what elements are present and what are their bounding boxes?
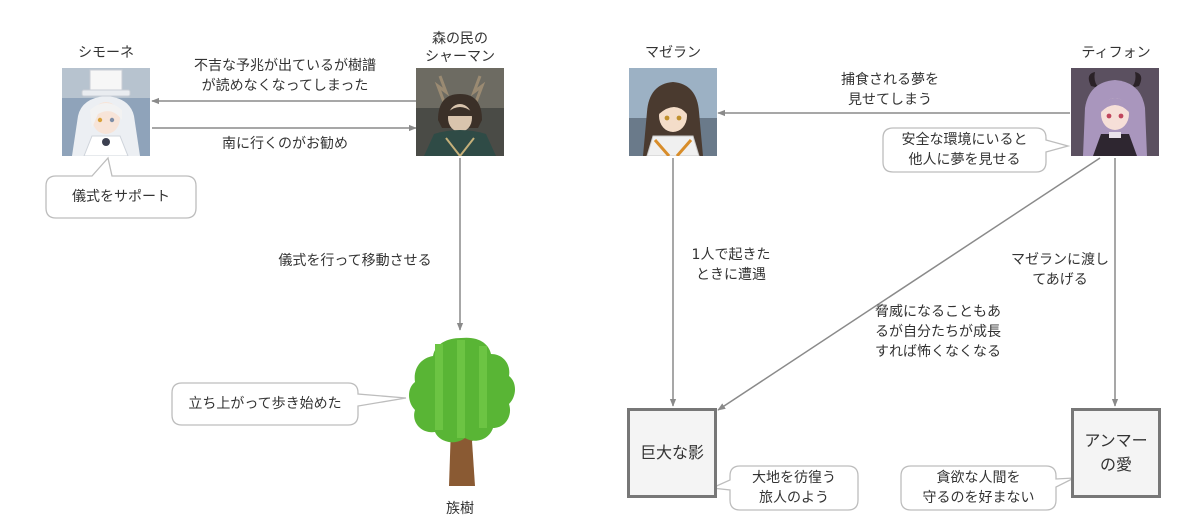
simone-callout-text: 儀式をサポート [72, 189, 170, 205]
arrow-typhon-to-shadow [717, 157, 1101, 411]
typhon-callout-line2: 他人に夢を見せる [908, 152, 1021, 168]
love-callout-line2: 守るのを好まない [922, 490, 1035, 506]
brown-haired-girl-portrait-icon [629, 68, 717, 156]
edge-label-shaman-to-simone-line2: が読めなくなってしまった [201, 78, 369, 94]
simone-portrait [62, 68, 150, 156]
typhon-callout-text: 安全な環境にいると 他人に夢を見せる [883, 130, 1046, 170]
love-node-line1: アンマー [1084, 431, 1148, 450]
callout-shape-shadow [709, 465, 859, 511]
edge-label-magellan-to-shadow: 1人で起きた ときに遭遇 [676, 245, 786, 285]
love-callout-line1: 貪欲な人間を [936, 470, 1021, 486]
edge-label-shaman-to-tree: 儀式を行って移動させる [278, 253, 432, 269]
love-node-line2: の愛 [1099, 455, 1132, 474]
tree-node [405, 334, 517, 490]
love-node: アンマー の愛 [1071, 408, 1161, 498]
tree-name: 族樹 [446, 501, 474, 517]
edge-label-magellan-to-shadow-line1: 1人で起きた [691, 247, 771, 263]
edge-label-typhon-to-magellan-line1: 捕食される夢を [841, 72, 939, 88]
edge-label-typhon-to-magellan: 捕食される夢を 見せてしまう [800, 70, 980, 110]
callout-shape-love [900, 465, 1075, 511]
tree-callout-text: 立ち上がって歩き始めた [188, 396, 342, 412]
edge-label-shaman-to-simone: 不吉な予兆が出ているが樹譜 が読めなくなってしまった [160, 56, 410, 96]
shadow-callout-line2: 旅人のよう [759, 490, 829, 506]
callout-shape-tree [171, 382, 407, 426]
magellan-portrait [629, 68, 717, 156]
shaman-portrait [416, 68, 504, 156]
shadow-callout-line1: 大地を彷徨う [752, 470, 836, 486]
shaman-name-line1: 森の民の [432, 31, 488, 47]
edge-label-typhon-to-love: マゼランに渡し てあげる [1000, 250, 1120, 290]
magellan-name: マゼラン [645, 45, 701, 61]
shaman-name: 森の民の シャーマン [400, 30, 520, 66]
edge-label-typhon-to-shadow-line2: るが自分たちが成長 [875, 324, 1001, 340]
edge-label-typhon-to-magellan-line2: 見せてしまう [848, 92, 932, 108]
simone-name: シモーネ [78, 45, 134, 61]
typhon-portrait [1071, 68, 1159, 156]
edge-label-shaman-to-simone-line1: 不吉な予兆が出ているが樹譜 [194, 58, 376, 74]
typhon-name: ティフォン [1081, 45, 1151, 61]
edge-label-typhon-to-love-line2: てあげる [1032, 272, 1088, 288]
antlered-shaman-portrait-icon [416, 68, 504, 156]
edge-label-typhon-to-love-line1: マゼランに渡し [1011, 252, 1109, 268]
edge-label-simone-to-shaman: 南に行くのがお勧め [222, 136, 348, 152]
shadow-node-label: 巨大な影 [639, 443, 704, 462]
edge-label-typhon-to-shadow-line3: すれば怖くなくなる [875, 344, 1001, 360]
typhon-callout-line1: 安全な環境にいると [901, 132, 1028, 148]
callout-shape-typhon [882, 127, 1071, 173]
callout-shape-simone [45, 156, 197, 219]
shaman-name-line2: シャーマン [425, 49, 495, 65]
love-callout-text: 貪欲な人間を 守るのを好まない [901, 468, 1056, 508]
edge-label-typhon-to-shadow: 脅威になることもあ るが自分たちが成長 すれば怖くなくなる [858, 302, 1018, 362]
tree-icon [409, 337, 515, 486]
shadow-node: 巨大な影 [627, 408, 717, 498]
purple-haired-girl-portrait-icon [1071, 68, 1159, 156]
shadow-callout-text: 大地を彷徨う 旅人のよう [730, 468, 858, 508]
edge-label-typhon-to-shadow-line1: 脅威になることもあ [875, 304, 1001, 320]
white-haired-girl-portrait-icon [62, 68, 150, 156]
edge-label-magellan-to-shadow-line2: ときに遭遇 [696, 267, 766, 283]
